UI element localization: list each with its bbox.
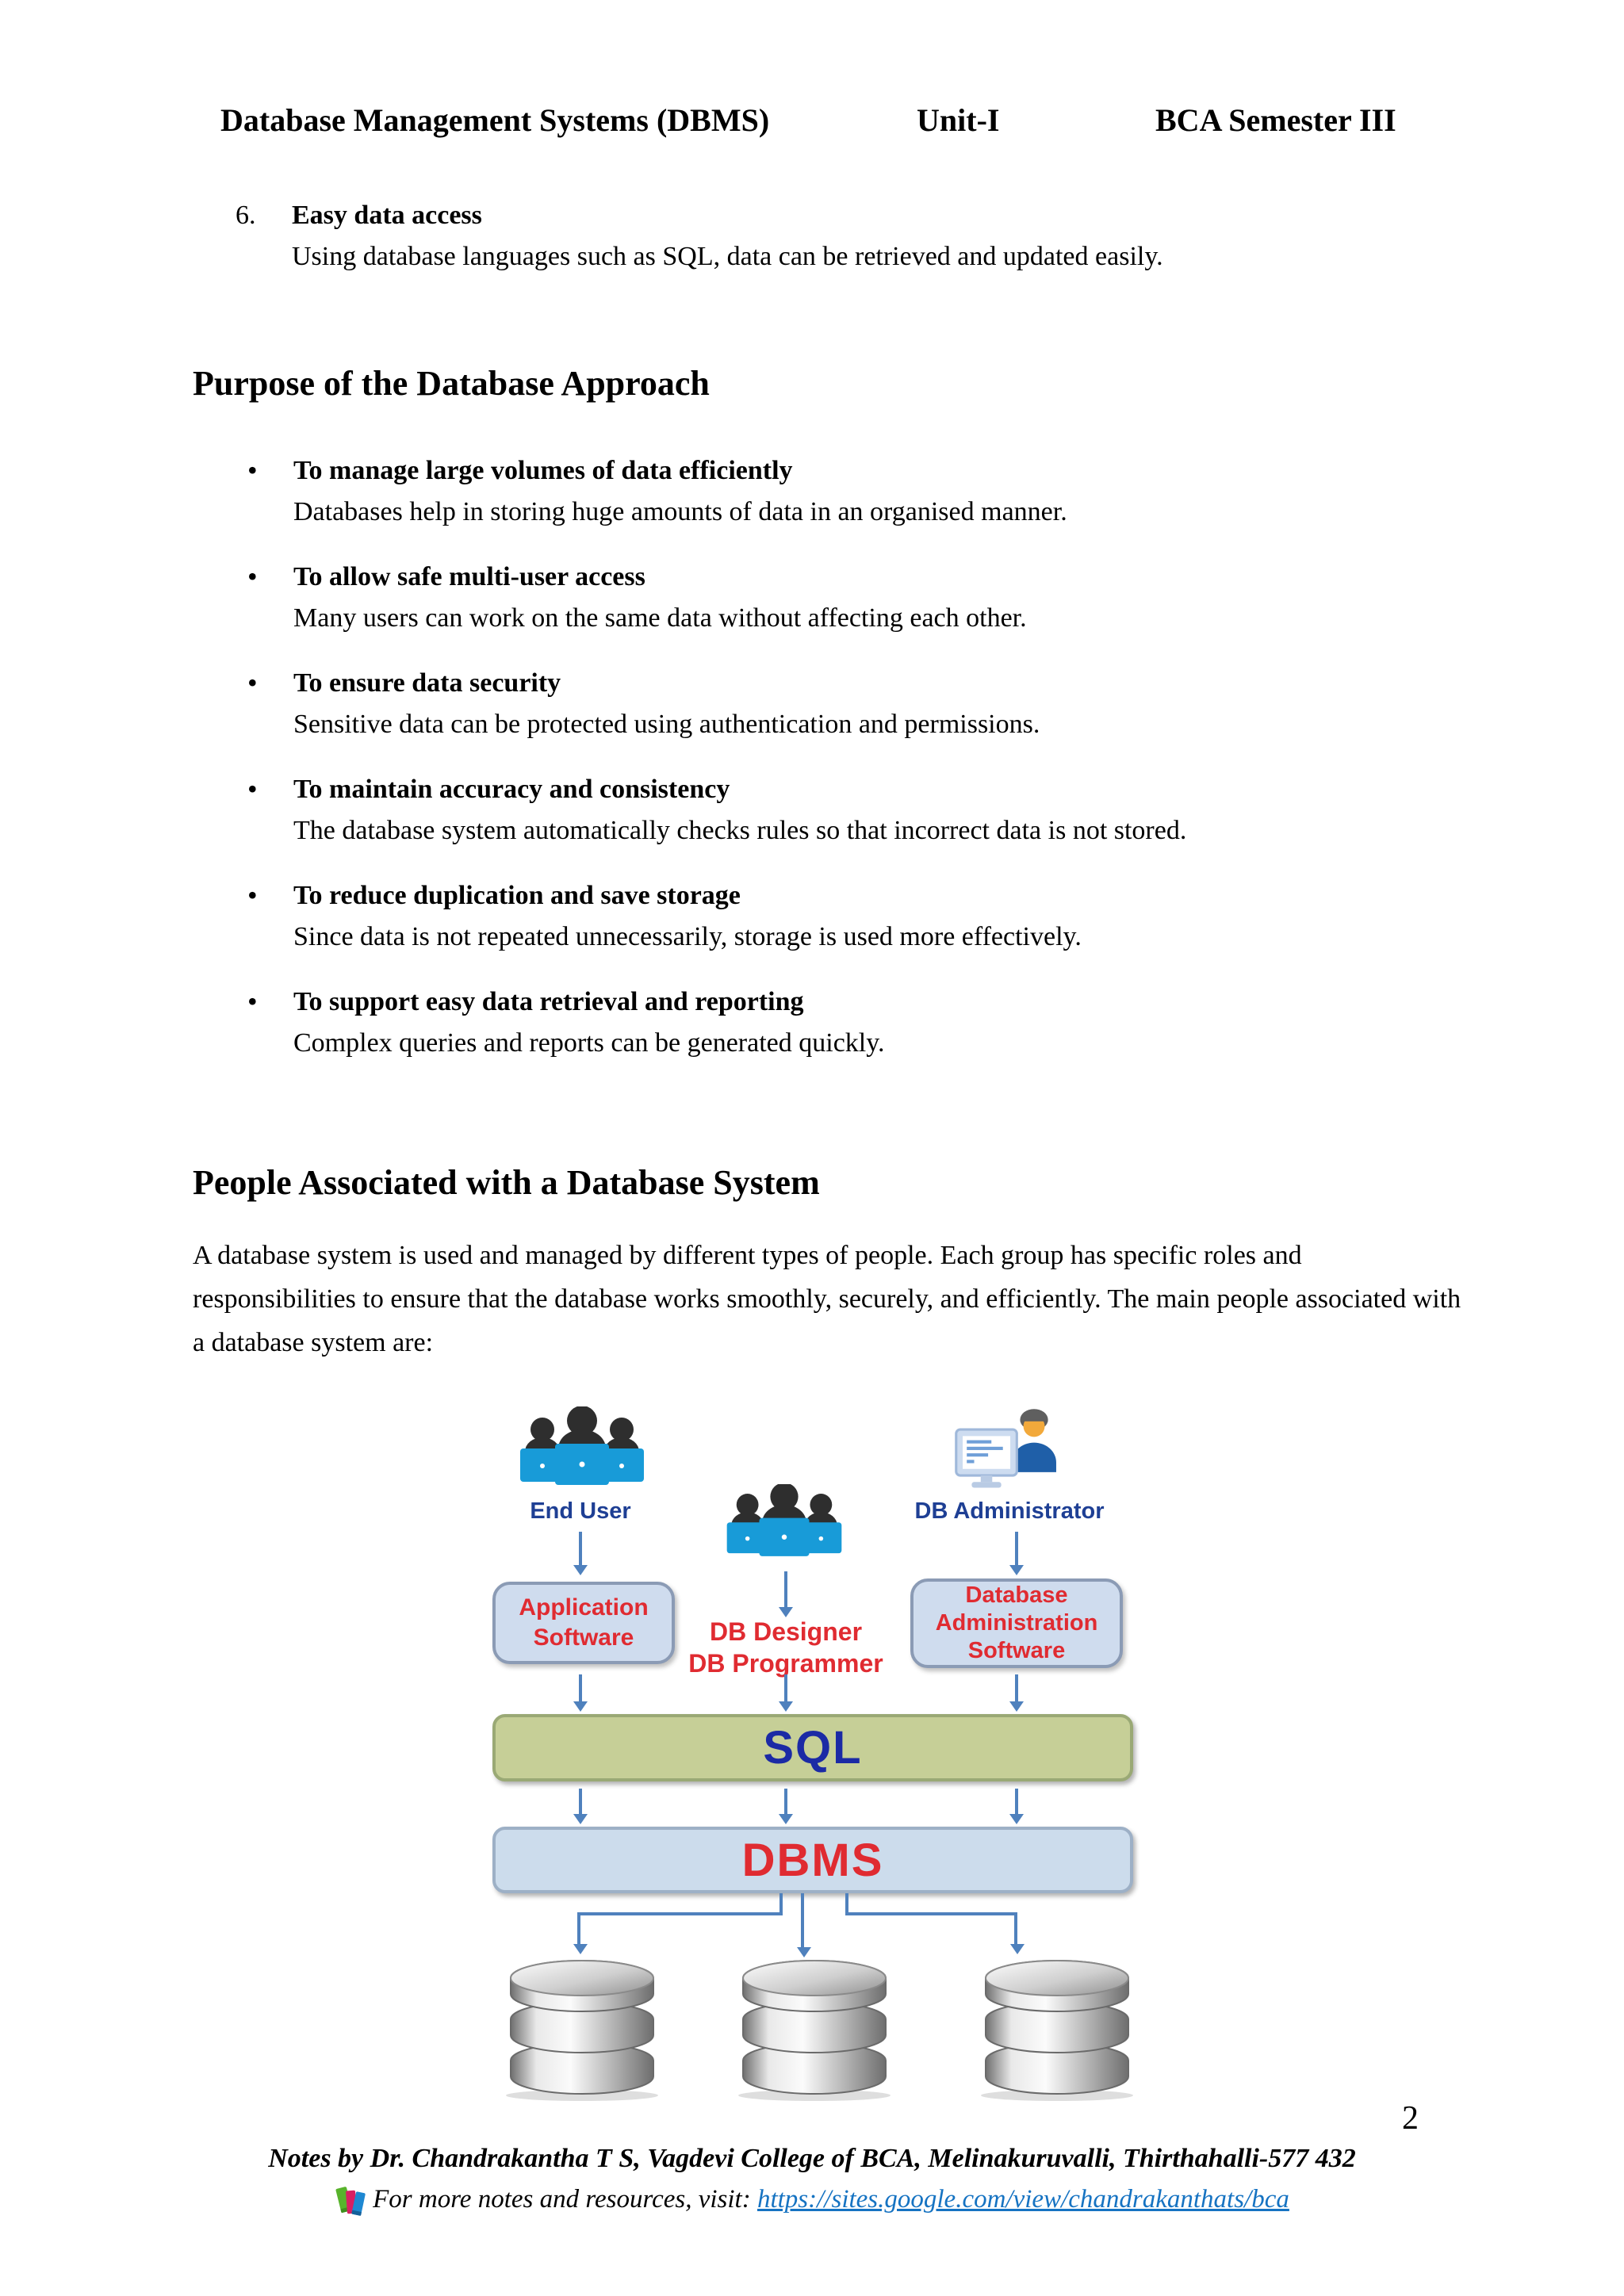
dbms-bar: DBMS [492, 1827, 1133, 1893]
connector-line [1014, 1912, 1017, 1944]
database-cylinder-icon [981, 1960, 1133, 2101]
arrow-down-icon [1015, 1674, 1018, 1701]
bullet-description: Databases help in storing huge amounts o… [293, 497, 1067, 526]
db-designer-group-icon [726, 1484, 842, 1556]
people-heading: People Associated with a Database System [193, 1163, 820, 1202]
connector-line [801, 1893, 804, 1949]
item-description: Using database languages such as SQL, da… [292, 242, 1163, 271]
list-item: To ensure data security Sensitive data c… [246, 662, 1530, 745]
purpose-bullet-list: To manage large volumes of data efficien… [246, 450, 1530, 1088]
list-item: To reduce duplication and save storage S… [246, 874, 1530, 958]
bullet-description: Since data is not repeated unnecessarily… [293, 922, 1082, 951]
people-paragraph: A database system is used and managed by… [193, 1241, 1461, 1357]
item-number: 6. [236, 201, 256, 230]
arrow-down-icon [784, 1789, 787, 1814]
db-designer-line: DB Designer [709, 1617, 863, 1646]
bullet-description: Sensitive data can be protected using au… [293, 710, 1040, 739]
header-semester: BCA Semester III [1155, 102, 1396, 138]
arrow-down-icon [784, 1674, 787, 1701]
purpose-heading: Purpose of the Database Approach [193, 364, 710, 403]
bullet-title: To support easy data retrieval and repor… [293, 987, 804, 1016]
application-software-box: Application Software [492, 1582, 675, 1664]
arrow-head-icon [1010, 1944, 1025, 1954]
people-roles-diagram: End User Application Software DB Designe… [476, 1400, 1150, 2114]
item-title: Easy data access [292, 201, 482, 230]
connector-line [845, 1912, 1017, 1915]
database-cylinder-icon [738, 1960, 891, 2101]
header-unit: Unit-I [917, 102, 1000, 138]
bullet-description: Many users can work on the same data wit… [293, 603, 1027, 633]
footer-visit-text: For more notes and resources, visit: [373, 2185, 751, 2214]
db-programmer-line: DB Programmer [688, 1649, 883, 1678]
numbered-item-6: 6. Easy data access Using database langu… [236, 195, 1163, 277]
db-designer-label: DB Designer DB Programmer [675, 1616, 897, 1679]
connector-line [779, 1893, 783, 1915]
bullet-description: The database system automatically checks… [293, 816, 1187, 845]
db-administrator-label: DB Administrator [914, 1498, 1105, 1524]
arrow-head-icon [573, 1944, 588, 1954]
page-number: 2 [1402, 2100, 1419, 2137]
end-user-group-icon [520, 1406, 644, 1485]
footer-visit-line: For more notes and resources, visit: htt… [0, 2182, 1624, 2217]
bullet-title: To ensure data security [293, 668, 561, 698]
header-course-title: Database Management Systems (DBMS) [220, 102, 770, 138]
books-icon [335, 2182, 366, 2217]
end-user-label: End User [530, 1498, 631, 1524]
bullet-title: To maintain accuracy and consistency [293, 775, 730, 804]
arrow-head-icon [797, 1947, 811, 1957]
bullet-description: Complex queries and reports can be gener… [293, 1028, 885, 1058]
arrow-down-icon [784, 1571, 787, 1607]
connector-line [577, 1912, 783, 1915]
footer-resources-link[interactable]: https://sites.google.com/view/chandrakan… [756, 2185, 1289, 2214]
sql-bar: SQL [492, 1714, 1133, 1781]
database-administration-software-box: Database Administration Software [910, 1578, 1123, 1668]
connector-line [845, 1893, 848, 1915]
bullet-title: To reduce duplication and save storage [293, 881, 741, 910]
arrow-down-icon [1015, 1789, 1018, 1814]
list-item: To allow safe multi-user access Many use… [246, 556, 1530, 639]
arrow-down-icon [579, 1674, 582, 1701]
arrow-down-icon [579, 1789, 582, 1814]
arrow-down-icon [579, 1532, 582, 1565]
connector-line [577, 1912, 580, 1944]
bullet-title: To manage large volumes of data efficien… [293, 456, 793, 485]
database-cylinder-icon [506, 1960, 658, 2101]
list-item: To manage large volumes of data efficien… [246, 450, 1530, 533]
db-administrator-icon [955, 1409, 1056, 1488]
footer-notes-line: Notes by Dr. Chandrakantha T S, Vagdevi … [268, 2144, 1356, 2173]
list-item: To support easy data retrieval and repor… [246, 981, 1530, 1064]
bullet-title: To allow safe multi-user access [293, 562, 645, 591]
arrow-down-icon [1015, 1532, 1018, 1565]
list-item: To maintain accuracy and consistency The… [246, 768, 1530, 851]
